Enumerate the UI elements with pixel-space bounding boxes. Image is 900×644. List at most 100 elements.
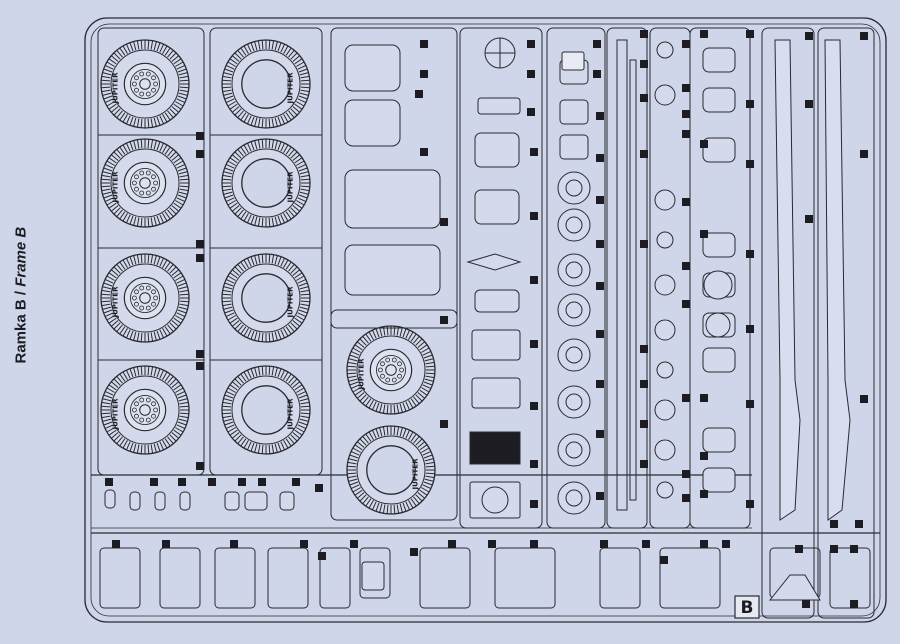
tire-brand-text: JUPITER bbox=[286, 171, 294, 204]
sprue-column bbox=[209, 27, 323, 476]
hub-cap bbox=[139, 292, 151, 304]
tire-brand-text: JUPITER bbox=[112, 171, 120, 204]
part-number-tag bbox=[318, 552, 326, 560]
part-number-tag bbox=[805, 32, 813, 40]
part-number-tag bbox=[527, 108, 535, 116]
part-number-tag bbox=[530, 540, 538, 548]
sprue-column bbox=[459, 27, 543, 529]
part-number-tag bbox=[530, 212, 538, 220]
tire-brand-text: JUPITER bbox=[358, 358, 366, 391]
part-number-tag bbox=[682, 262, 690, 270]
wheel: JUPITER bbox=[100, 365, 190, 455]
spring-part bbox=[702, 427, 736, 453]
lug-nut bbox=[145, 91, 151, 97]
part-number-tag bbox=[112, 540, 120, 548]
lug-nut bbox=[139, 91, 145, 97]
frame-title-separator: / bbox=[12, 286, 30, 300]
part-number-tag bbox=[196, 240, 204, 248]
part-number-tag bbox=[746, 500, 754, 508]
brake-drum-hub bbox=[565, 216, 583, 234]
part-number-tag bbox=[596, 330, 604, 338]
part-number-tag bbox=[830, 545, 838, 553]
small-part bbox=[154, 491, 166, 511]
lug-nut bbox=[385, 357, 391, 363]
gear-part bbox=[654, 274, 676, 296]
part-number-tag bbox=[596, 492, 604, 500]
part-number-tag bbox=[440, 420, 448, 428]
small-part bbox=[129, 491, 141, 511]
tire-bore bbox=[241, 385, 291, 435]
lug-nut bbox=[380, 361, 385, 367]
tire-tread bbox=[222, 366, 310, 454]
lower-parts-group bbox=[319, 547, 351, 609]
part-number-tag bbox=[596, 154, 604, 162]
rim-inner bbox=[376, 355, 406, 385]
wheel: JUPITER bbox=[100, 138, 190, 228]
gear-part bbox=[654, 189, 676, 211]
lug-nut bbox=[131, 81, 137, 87]
part-number-tag bbox=[238, 478, 246, 486]
part-number-tag bbox=[700, 30, 708, 38]
part-number-tag bbox=[208, 478, 216, 486]
lug-nut bbox=[397, 373, 402, 379]
part-number-tag bbox=[802, 600, 810, 608]
part-number-tag bbox=[640, 345, 648, 353]
lug-nut bbox=[153, 81, 159, 87]
gear-part bbox=[654, 439, 676, 461]
part-number-tag bbox=[258, 478, 266, 486]
drive-shaft bbox=[616, 39, 628, 511]
spring-part bbox=[702, 137, 736, 163]
gear-part bbox=[654, 84, 676, 106]
lug-nut bbox=[145, 190, 151, 196]
lower-parts-group bbox=[829, 547, 871, 609]
tie-rod bbox=[629, 59, 637, 501]
part-number-tag bbox=[105, 478, 113, 486]
gear-part bbox=[654, 319, 676, 341]
lower-parts-group bbox=[659, 547, 721, 609]
hub-cap bbox=[139, 177, 151, 189]
small-part bbox=[104, 489, 116, 509]
tire-tread bbox=[101, 254, 189, 342]
gear-part bbox=[656, 231, 674, 249]
part-number-tag bbox=[722, 540, 730, 548]
part-number-tag bbox=[700, 394, 708, 402]
lug-nut bbox=[134, 289, 139, 295]
lower-parts-group bbox=[419, 547, 471, 609]
part-number-tag bbox=[860, 395, 868, 403]
wheel: JUPITER bbox=[221, 138, 311, 228]
spring-part bbox=[702, 87, 736, 113]
part-number-tag bbox=[530, 340, 538, 348]
part-number-tags bbox=[105, 30, 868, 608]
brake-drum-hub bbox=[565, 346, 583, 364]
part-number-tag bbox=[850, 545, 858, 553]
gear-part bbox=[656, 41, 674, 59]
headlight-mount bbox=[768, 574, 821, 601]
lug-nut bbox=[134, 301, 139, 307]
part-number-tag bbox=[660, 556, 668, 564]
tire-brand-text: JUPITER bbox=[112, 72, 120, 105]
small-part bbox=[179, 491, 191, 511]
lug-nut bbox=[153, 407, 159, 413]
lower-parts-group bbox=[267, 547, 309, 609]
part-number-tag bbox=[860, 32, 868, 40]
lug-nut bbox=[134, 401, 139, 407]
flywheel bbox=[481, 486, 509, 514]
part-number-tag bbox=[178, 478, 186, 486]
rim-inner bbox=[130, 283, 160, 313]
part-number-tag bbox=[300, 540, 308, 548]
lower-parts-group bbox=[599, 547, 641, 609]
lug-nut bbox=[134, 75, 139, 81]
lower-parts-group bbox=[99, 547, 141, 609]
brake-drum bbox=[557, 338, 591, 372]
tire-tread bbox=[222, 40, 310, 128]
engine-head bbox=[471, 377, 521, 409]
part-number-tag bbox=[315, 484, 323, 492]
part-number-tag bbox=[700, 140, 708, 148]
lower-parts-group bbox=[359, 547, 391, 599]
part-number-tag bbox=[292, 478, 300, 486]
part-number-tag bbox=[448, 540, 456, 548]
part-number-tag bbox=[640, 150, 648, 158]
tire-brand-text: JUPITER bbox=[286, 286, 294, 319]
part-number-tag bbox=[150, 478, 158, 486]
